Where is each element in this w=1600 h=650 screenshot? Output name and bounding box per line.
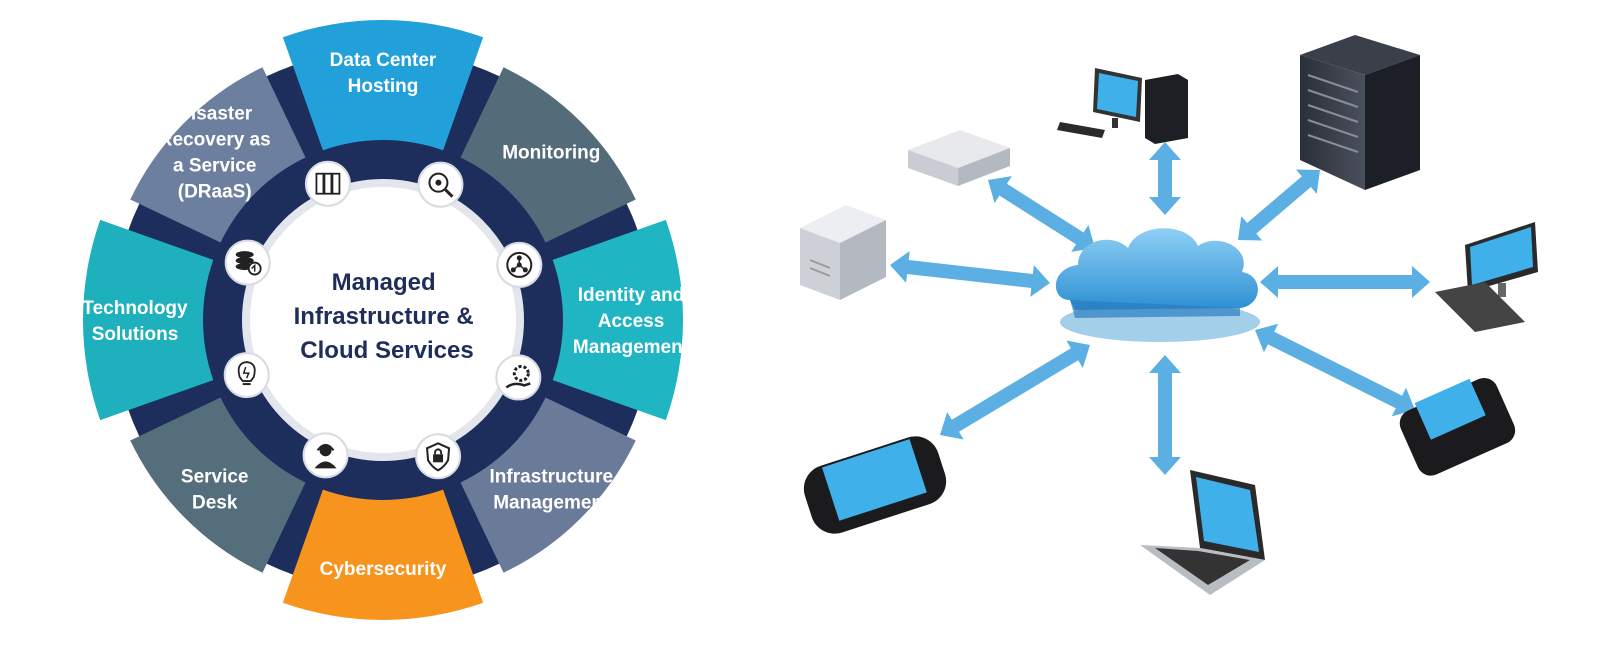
double-arrow-3 <box>889 251 1050 297</box>
hand-gear-icon <box>495 354 542 401</box>
server-tower-icon <box>800 205 886 300</box>
blackberry-phone-icon <box>1399 377 1516 476</box>
double-arrow-2 <box>987 176 1095 252</box>
segment-label-line: Disaster <box>177 104 253 125</box>
segment-label-line: Cybersecurity <box>320 559 447 580</box>
lightbulb-icon <box>223 352 270 399</box>
center-title-line-2: Infrastructure & <box>294 303 474 330</box>
segment-label-line: Hosting <box>348 76 419 97</box>
laptop-icon <box>1140 470 1265 595</box>
server-cabinet-icon <box>1300 35 1420 190</box>
segment-label-line: a Service <box>173 156 256 177</box>
headset-agent-icon <box>302 432 349 479</box>
services-wheel: Managed Infrastructure & Cloud Services … <box>82 19 690 620</box>
wheel-segment-monitoring <box>460 67 636 243</box>
shield-lock-icon <box>415 433 462 480</box>
segment-label-line: Technology <box>82 298 188 319</box>
connection-arrows <box>889 142 1430 475</box>
server-rack-icon <box>304 160 351 207</box>
double-arrow-7 <box>1149 355 1181 475</box>
wheel-segment-technology-solutions <box>82 219 214 421</box>
double-arrow-5 <box>1260 266 1430 298</box>
wheel-icons <box>223 160 543 480</box>
segment-label-line: Identity and <box>578 285 685 306</box>
segment-label-monitoring: Monitoring <box>502 143 600 164</box>
cloud-network-illustration <box>800 35 1538 595</box>
double-arrow-1 <box>1149 142 1181 215</box>
segment-label-line: Service <box>181 466 249 487</box>
wheel-segment-identity-access-management <box>552 219 683 421</box>
smartphone-icon <box>803 436 947 534</box>
double-arrow-4 <box>1238 169 1321 241</box>
segment-label-line: Access <box>598 311 665 332</box>
segment-label-line: Management <box>493 492 610 513</box>
center-title-line-1: Managed <box>332 269 436 296</box>
magnifier-eye-icon <box>417 161 464 208</box>
wheel-segment-disaster-recovery <box>130 67 306 243</box>
double-arrow-8 <box>940 340 1090 440</box>
wheel-segment-service-desk <box>130 397 306 573</box>
double-arrow-6 <box>1255 323 1415 417</box>
wheel-segment-cybersecurity <box>282 489 484 620</box>
segment-label-line: Desk <box>192 492 238 513</box>
monitor-keyboard-icon <box>1435 222 1538 332</box>
database-sync-icon <box>224 239 271 286</box>
network-appliance-icon <box>908 130 1010 186</box>
segment-label-line: Infrastructure <box>490 466 614 487</box>
segment-label-line: (DRaaS) <box>178 182 252 203</box>
wheel-segment-data-center-hosting <box>282 19 484 151</box>
cloud-icon <box>1055 228 1260 342</box>
segment-label-line: Data Center <box>330 50 437 71</box>
segment-label-line: Solutions <box>92 324 179 345</box>
segment-label-line: Management <box>573 337 690 358</box>
center-title-line-3: Cloud Services <box>300 337 473 364</box>
segment-label-line: Monitoring <box>502 143 600 164</box>
desktop-computer-icon <box>1057 68 1188 144</box>
wheel-center-title: Managed Infrastructure & Cloud Services <box>294 269 481 364</box>
segment-label-cybersecurity: Cybersecurity <box>320 559 447 580</box>
wheel-segment-infrastructure-management <box>460 397 636 573</box>
segment-label-line: Recovery as <box>159 130 271 151</box>
wheel-center-disc <box>242 179 524 461</box>
network-nodes-icon <box>496 241 543 288</box>
